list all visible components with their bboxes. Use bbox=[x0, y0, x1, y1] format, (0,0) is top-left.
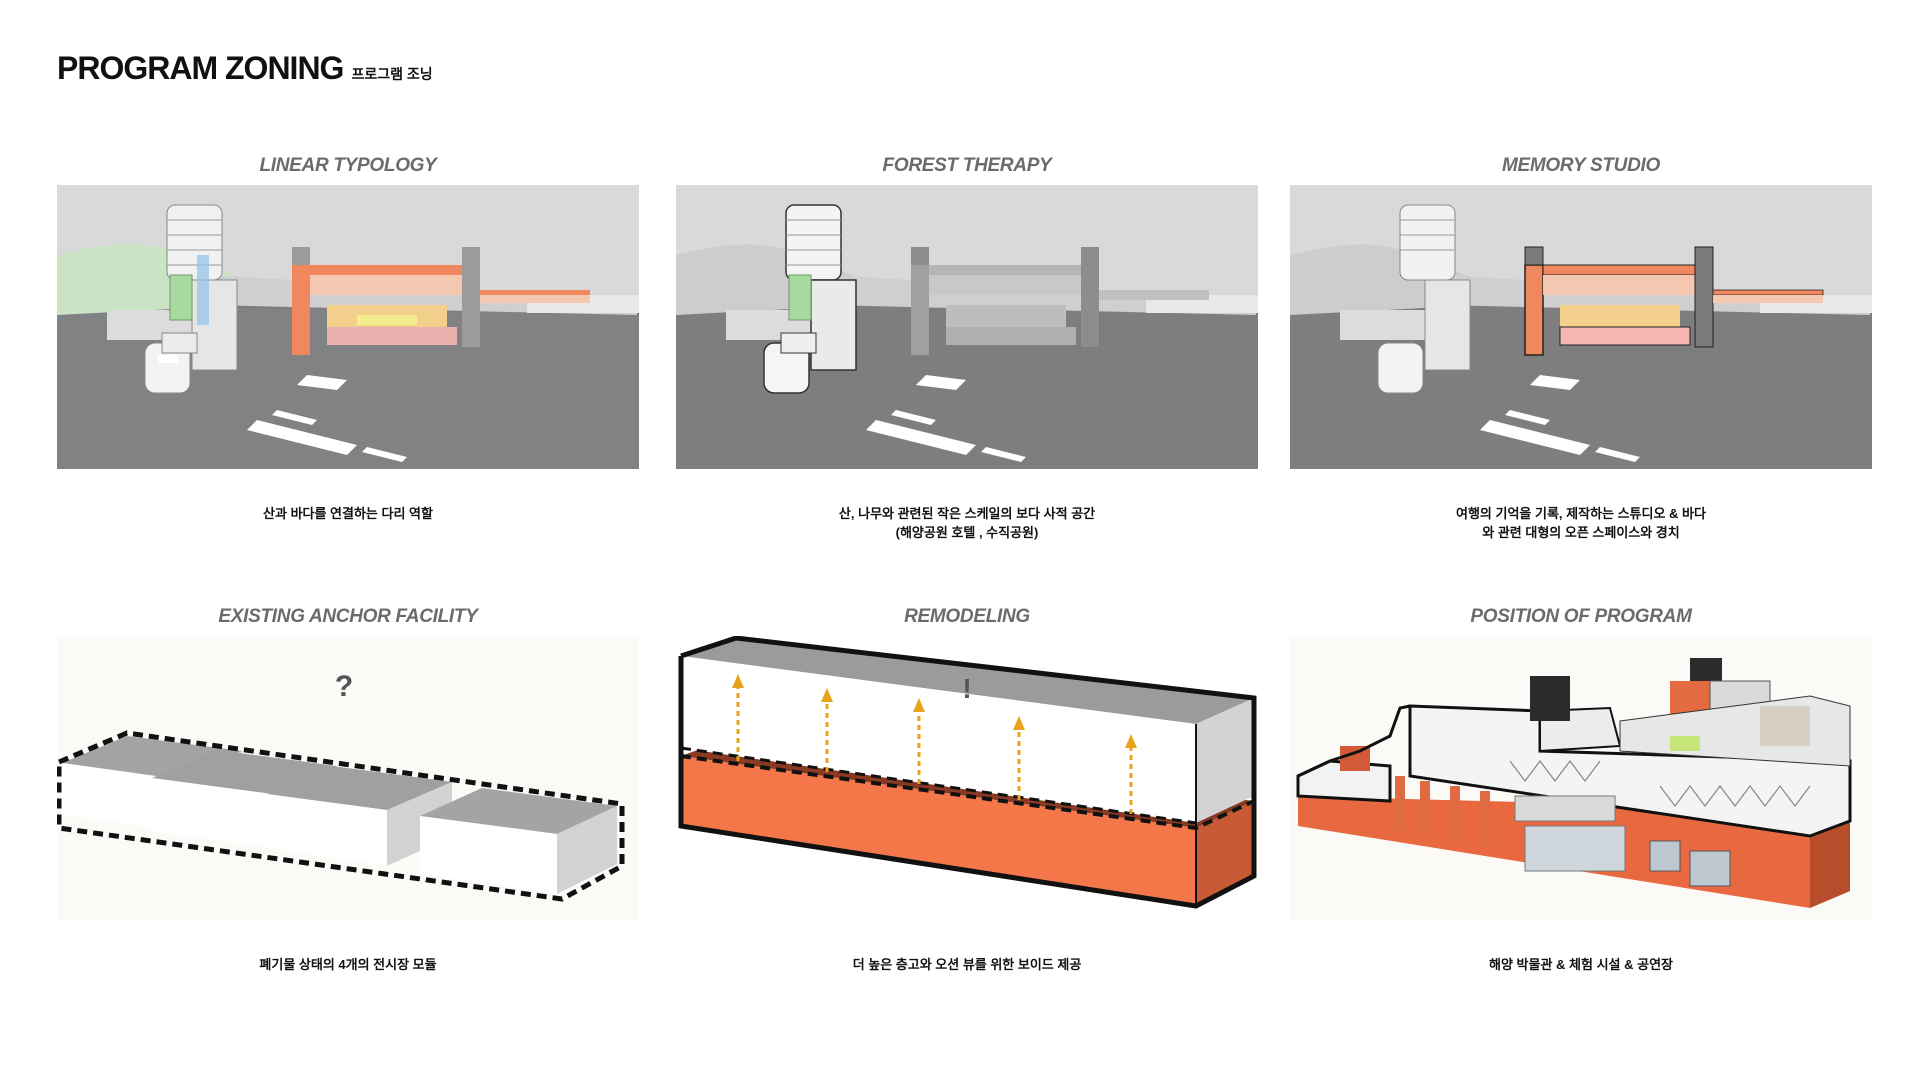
site-model-image bbox=[676, 185, 1258, 469]
program-section-model bbox=[1290, 636, 1872, 920]
panel-title: EXISTING ANCHOR FACILITY bbox=[218, 606, 478, 627]
caption-line: 산과 바다를 연결하는 다리 역할 bbox=[263, 506, 433, 521]
panel-title: LINEAR TYPOLOGY bbox=[259, 155, 437, 176]
site-model-image bbox=[57, 185, 639, 469]
panel-title: POSITION OF PROGRAM bbox=[1470, 606, 1692, 627]
page-title: PROGRAM ZONING bbox=[57, 50, 344, 86]
panel-caption: 더 높은 층고와 오션 뷰를 위한 보이드 제공 bbox=[676, 955, 1258, 974]
question-mark: ? bbox=[335, 670, 353, 703]
panel-caption: 여행의 기억을 기록, 제작하는 스튜디오 & 바다 와 관련 대형의 오픈 스… bbox=[1290, 504, 1872, 542]
site-model-image bbox=[1290, 185, 1872, 469]
exclamation-mark: ! bbox=[962, 673, 971, 704]
caption-line: 해양 박물관 & 체험 시설 & 공연장 bbox=[1489, 957, 1673, 972]
caption-line: 산, 나무와 관련된 작은 스케일의 보다 사적 공간 bbox=[838, 506, 1096, 521]
caption-line: 와 관련 대형의 오픈 스페이스와 경치 bbox=[1482, 525, 1680, 540]
panel-caption: 산, 나무와 관련된 작은 스케일의 보다 사적 공간 (해양공원 호텔 , 수… bbox=[676, 504, 1258, 542]
caption-line: 여행의 기억을 기록, 제작하는 스튜디오 & 바다 bbox=[1456, 506, 1706, 521]
caption-line: 더 높은 층고와 오션 뷰를 위한 보이드 제공 bbox=[852, 957, 1082, 972]
page-header: PROGRAM ZONING 프로그램 조닝 bbox=[57, 50, 433, 87]
existing-modules-diagram: ? bbox=[57, 636, 639, 920]
panel-title: MEMORY STUDIO bbox=[1502, 155, 1660, 176]
remodeling-diagram: ! bbox=[676, 636, 1258, 920]
panel-caption: 산과 바다를 연결하는 다리 역할 bbox=[57, 504, 639, 523]
panel-caption: 폐기물 상태의 4개의 전시장 모듈 bbox=[57, 955, 639, 974]
page-subtitle: 프로그램 조닝 bbox=[351, 66, 433, 82]
caption-line: (해양공원 호텔 , 수직공원) bbox=[895, 525, 1039, 540]
caption-line: 폐기물 상태의 4개의 전시장 모듈 bbox=[259, 957, 437, 972]
panel-caption: 해양 박물관 & 체험 시설 & 공연장 bbox=[1290, 955, 1872, 974]
panel-title: REMODELING bbox=[904, 606, 1030, 627]
panel-title: FOREST THERAPY bbox=[882, 155, 1052, 176]
